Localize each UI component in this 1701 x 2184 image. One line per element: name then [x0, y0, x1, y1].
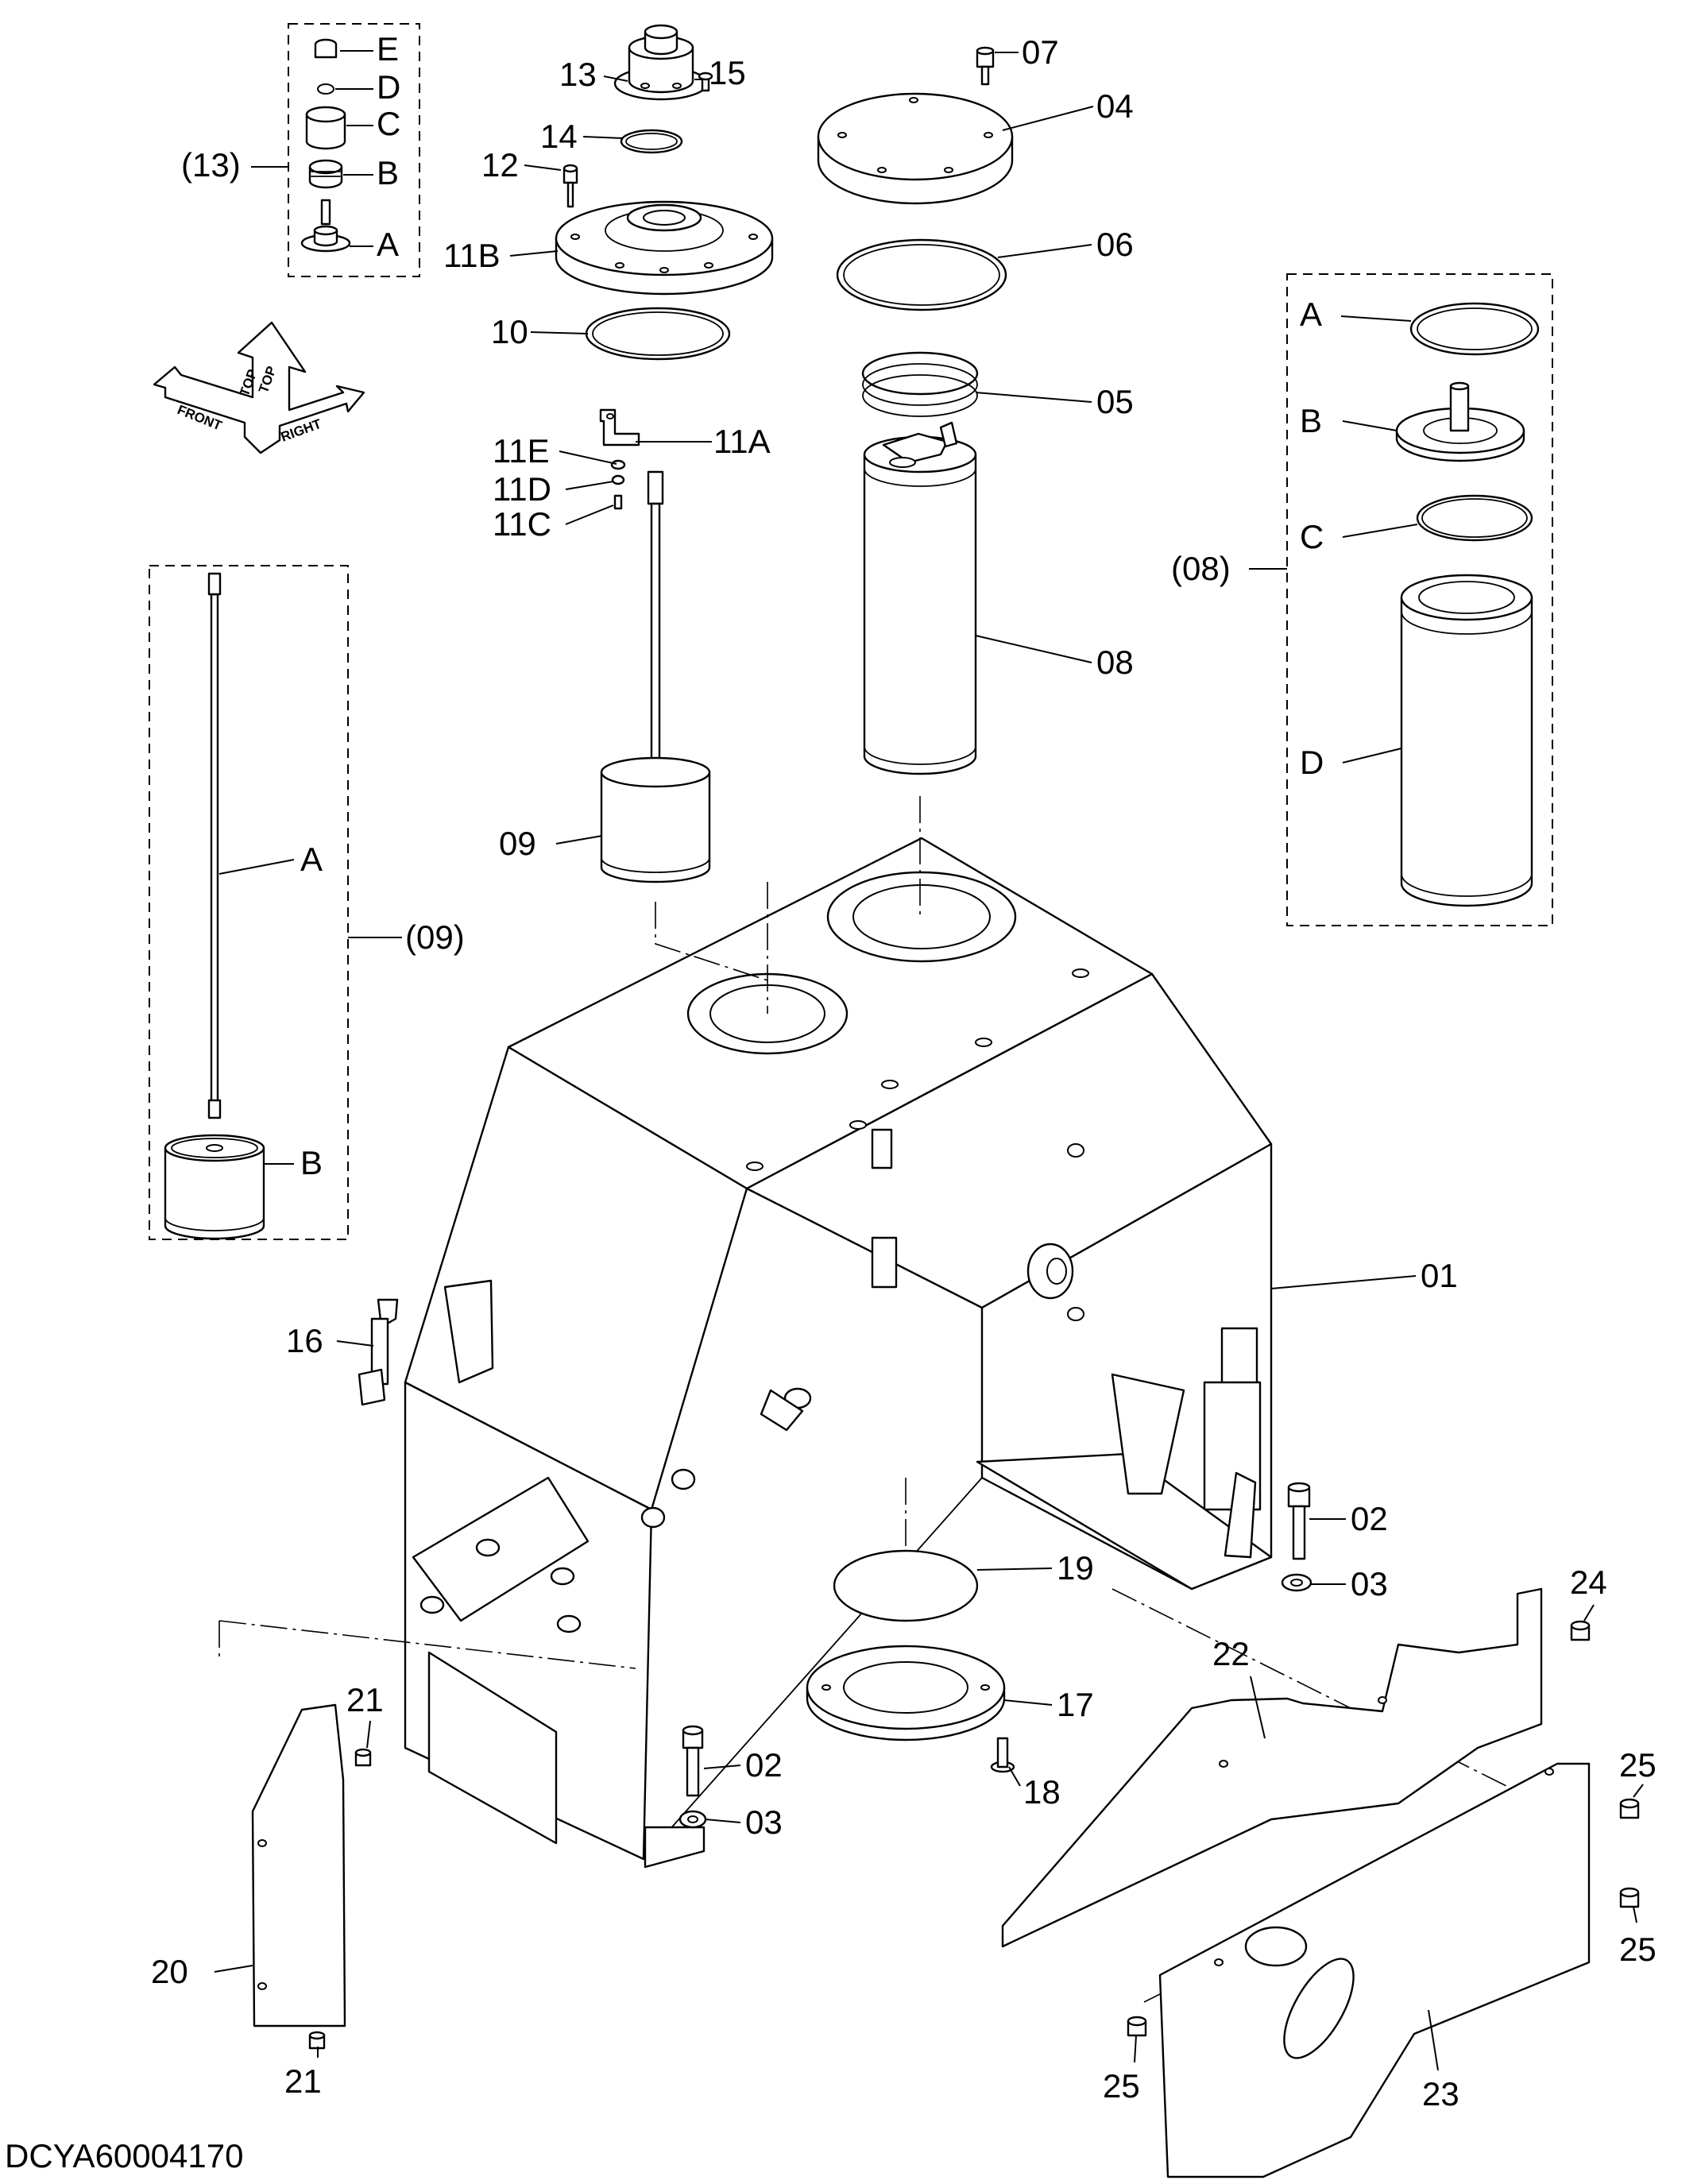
label-part-19: 19	[1057, 1549, 1094, 1587]
label-part-11a: 11A	[713, 423, 771, 460]
label-part-25-a: 25	[1619, 1746, 1657, 1784]
label-group-13: (13)	[181, 146, 241, 184]
label-part-20: 20	[151, 1953, 188, 1990]
bolt-part-25-a	[1619, 1798, 1640, 1819]
label-g09-b: B	[300, 1144, 323, 1181]
label-g08-b: B	[1300, 402, 1322, 439]
washer-part-03-right	[1281, 1573, 1312, 1592]
label-part-18: 18	[1023, 1773, 1061, 1811]
inset-09-float-components	[149, 565, 402, 1240]
label-part-06: 06	[1096, 226, 1134, 263]
gasket-part-19	[833, 1549, 979, 1622]
label-part-13: 13	[559, 56, 597, 93]
label-part-15: 15	[709, 54, 746, 91]
drawing-code: DCYA60004170	[5, 2137, 244, 2174]
label-g13-d: D	[377, 68, 400, 106]
label-g08-c: C	[1300, 518, 1324, 555]
cover-part-04	[817, 92, 1014, 205]
bolt-part-25-c	[1127, 2016, 1147, 2037]
label-part-08: 08	[1096, 644, 1134, 681]
filter-element-part-08	[863, 421, 977, 775]
bolt-part-24	[1570, 1620, 1591, 1641]
breather-cap-part-13	[613, 24, 709, 101]
label-g08-d: D	[1300, 744, 1324, 781]
orientation-arrows-icon: FRONT TOP TOP RIGHT	[153, 321, 365, 454]
flange-part-17	[806, 1645, 1006, 1741]
label-g08-a: A	[1300, 296, 1322, 333]
o-ring-part-14	[620, 129, 683, 154]
label-part-11e: 11E	[493, 432, 550, 470]
bolt-part-02-right	[1287, 1482, 1311, 1560]
label-part-23: 23	[1422, 2075, 1459, 2112]
label-g13-e: E	[377, 30, 399, 68]
label-part-21-upper: 21	[346, 1681, 384, 1718]
bolt-part-02-lower	[682, 1725, 704, 1797]
label-part-11b: 11B	[443, 237, 501, 274]
bolt-part-12	[562, 164, 578, 208]
gasket-part-10	[585, 307, 731, 361]
bolt-part-18	[990, 1737, 1015, 1773]
label-part-03-right: 03	[1351, 1565, 1388, 1602]
label-part-05: 05	[1096, 383, 1134, 420]
cover-part-20	[251, 1703, 346, 2027]
label-part-25-b: 25	[1619, 1931, 1657, 1968]
label-group-09: (09)	[405, 918, 465, 956]
cover-plate-part-22	[1001, 1587, 1543, 1948]
bolt-part-21-upper	[354, 1748, 372, 1767]
leader-lines	[214, 52, 1644, 2071]
label-part-11c: 11C	[493, 505, 551, 543]
label-part-16: 16	[286, 1322, 323, 1359]
bolt-part-25-b	[1619, 1887, 1640, 1908]
gasket-part-06	[836, 238, 1007, 311]
part-labels: E D C B A (13) 13 15 14 12 11B 10 11E 11…	[151, 30, 1657, 2112]
washer-part-03-lower	[678, 1810, 707, 1829]
label-g13-b: B	[377, 154, 399, 191]
label-part-02-right: 02	[1351, 1500, 1388, 1537]
label-part-22: 22	[1212, 1635, 1250, 1672]
label-part-21-lower: 21	[284, 2062, 322, 2100]
label-g13-a: A	[377, 226, 399, 263]
bolt-part-21-lower	[308, 2031, 326, 2050]
label-part-24: 24	[1570, 1564, 1607, 1601]
label-part-09: 09	[499, 825, 536, 862]
label-g13-c: C	[377, 105, 400, 142]
spring-part-05	[861, 351, 979, 417]
label-part-02-lower: 02	[745, 1746, 783, 1784]
label-part-14: 14	[540, 118, 578, 155]
label-part-11d: 11D	[493, 470, 551, 508]
tank-body-part-01	[404, 837, 1273, 1869]
float-part-09	[600, 756, 711, 883]
label-part-03-lower: 03	[745, 1803, 783, 1841]
label-group-08: (08)	[1171, 550, 1231, 587]
cover-plate-part-11b	[555, 200, 774, 296]
label-g09-a: A	[300, 841, 323, 878]
inset-13-breather-components	[251, 23, 420, 277]
bolt-part-07	[976, 46, 995, 86]
label-part-04: 04	[1096, 87, 1134, 125]
label-part-17: 17	[1057, 1686, 1094, 1723]
float-sensor-assembly	[599, 408, 664, 794]
label-part-10: 10	[491, 313, 528, 350]
label-part-25-c: 25	[1103, 2067, 1140, 2105]
label-part-01: 01	[1421, 1257, 1458, 1294]
label-part-12: 12	[481, 146, 519, 184]
inset-08-filter-components	[1249, 273, 1553, 926]
label-part-07: 07	[1022, 33, 1059, 71]
level-gauge-part-16	[358, 1298, 399, 1406]
cover-plate-part-23	[1158, 1762, 1591, 2178]
screw-part-15	[698, 72, 713, 92]
